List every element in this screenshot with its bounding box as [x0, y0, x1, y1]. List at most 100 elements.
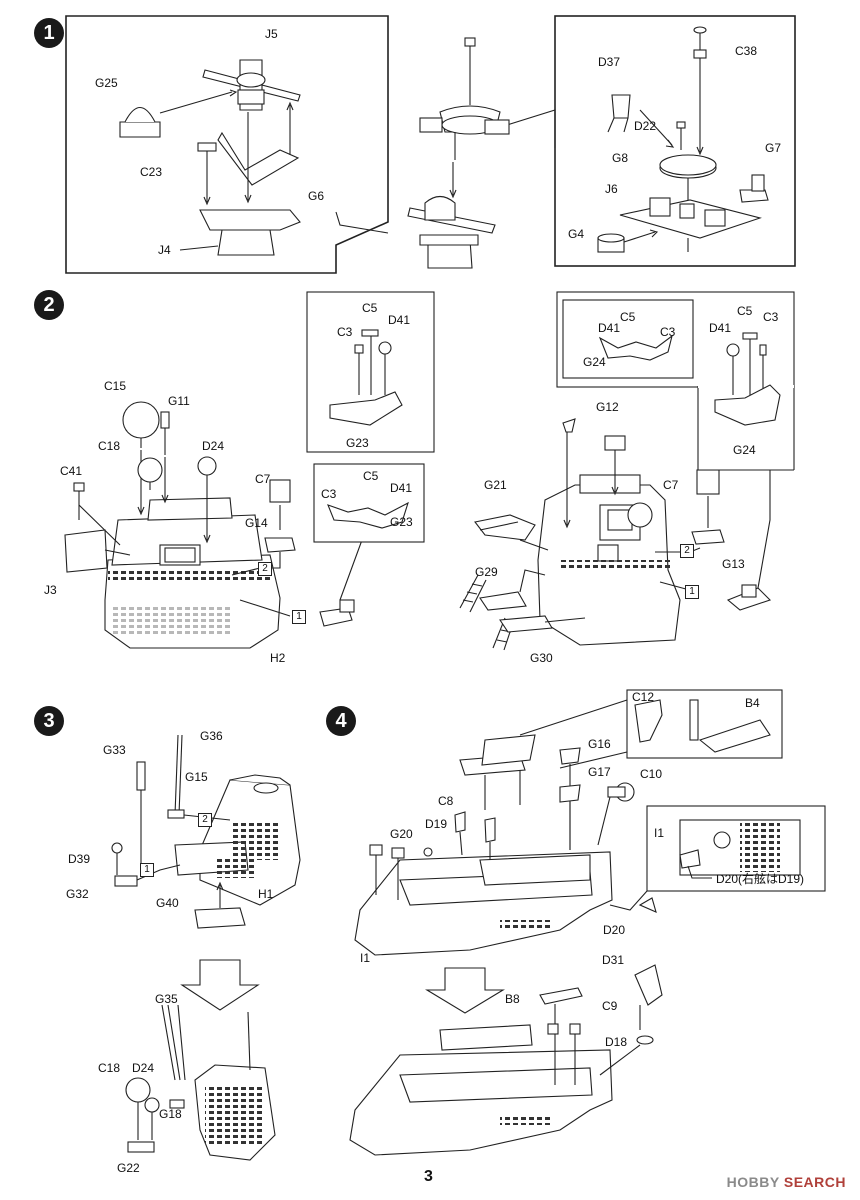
label-d31: D31 [602, 953, 625, 967]
label-g20: G20 [390, 827, 413, 841]
part-c23 [197, 142, 217, 160]
part-c38-mast [693, 26, 707, 110]
step-4-badge: 4 [326, 706, 356, 736]
label-g18: G18 [159, 1107, 182, 1121]
label-d22: D22 [634, 119, 657, 133]
part-g29-ladder [459, 574, 487, 613]
label-d20: D20 [603, 923, 626, 937]
label-g36: G36 [200, 729, 223, 743]
step2-detail-box-right [556, 291, 795, 471]
part-g40 [194, 907, 246, 929]
label-d24: D24 [202, 439, 225, 453]
label-right-d41b: D41 [709, 321, 732, 335]
step2-right-bridge [537, 474, 681, 646]
part-c18-dome-2 [125, 1077, 151, 1140]
label-c18-step3: C18 [98, 1061, 121, 1075]
label-g21: G21 [484, 478, 507, 492]
label-j6: J6 [605, 182, 618, 196]
label-d39: D39 [68, 852, 91, 866]
part-j4-base [199, 209, 301, 256]
label-g15: G15 [185, 770, 208, 784]
label-d19: D19 [425, 817, 448, 831]
step4-hull [354, 851, 613, 956]
part-g17 [559, 784, 581, 850]
part-g21-stairs [474, 514, 536, 541]
step3-h1-bridge [174, 774, 301, 906]
label-j4: J4 [158, 243, 171, 257]
part-d37 [607, 94, 631, 133]
callout-1-left: 1 [292, 610, 306, 624]
frame-pointer-right [506, 109, 556, 148]
part-c18-dome [137, 457, 163, 490]
step1-frame [65, 15, 389, 274]
label-g17: G17 [588, 765, 611, 779]
label-right-d41a: D41 [598, 321, 621, 335]
part-d31 [634, 964, 663, 1030]
label-c7-right: C7 [663, 478, 679, 492]
label-g4: G4 [568, 227, 585, 241]
part-c7-right [696, 469, 720, 495]
part-g18 [169, 1099, 185, 1109]
part-g32 [114, 875, 138, 887]
step3-result-bridge [161, 1004, 276, 1161]
part-c7 [269, 479, 291, 503]
label-g33: G33 [103, 743, 126, 757]
label-g13: G13 [722, 557, 745, 571]
part-g23-assembly [319, 599, 355, 627]
label-i1: I1 [360, 951, 371, 965]
label-j3: J3 [44, 583, 57, 597]
label-sub-c5: C5 [363, 469, 379, 483]
label-c7: C7 [255, 472, 271, 486]
label-box-d41: D41 [388, 313, 411, 327]
label-g7: G7 [765, 141, 782, 155]
part-j6-base [619, 197, 762, 252]
label-g8: G8 [612, 151, 629, 165]
part-g25-dome [119, 106, 161, 138]
part-c9 [636, 1035, 654, 1045]
label-h2: H2 [270, 651, 286, 665]
watermark-search: SEARCH [783, 1174, 846, 1190]
step1-detail-box [554, 15, 796, 267]
part-c41 [73, 482, 85, 520]
label-g25: G25 [95, 76, 118, 90]
label-right-c5b: C5 [737, 304, 753, 318]
part-d19 [423, 847, 433, 857]
label-box-c5: C5 [362, 301, 378, 315]
label-c23: C23 [140, 165, 163, 179]
label-d24-step3: D24 [132, 1061, 155, 1075]
label-box-i1: I1 [654, 826, 665, 840]
label-sub-d41: D41 [390, 481, 413, 495]
label-g30: G30 [530, 651, 553, 665]
label-d37: D37 [598, 55, 621, 69]
part-d39 [111, 842, 123, 875]
label-c12: C12 [632, 690, 655, 704]
label-c41: C41 [60, 464, 83, 478]
part-d24-dome [197, 456, 217, 540]
label-right-c3b: C3 [763, 310, 779, 324]
part-c8-davits [454, 811, 496, 860]
label-sub-c3: C3 [321, 487, 337, 501]
part-g8-disk [659, 154, 717, 179]
callout-2-left: 2 [258, 562, 272, 576]
step2-detail-subbox-left [313, 463, 425, 543]
label-box-c3: C3 [337, 325, 353, 339]
part-d24-dome-2 [144, 1097, 160, 1140]
label-right-g24b: G24 [733, 443, 756, 457]
step4-detail-box-top [626, 689, 783, 759]
label-c18: C18 [98, 439, 121, 453]
part-b8 [539, 987, 583, 1005]
label-g40: G40 [156, 896, 179, 910]
part-g13 [691, 529, 725, 545]
step-1-badge: 1 [34, 18, 64, 48]
step2-left-bridge [104, 497, 281, 649]
part-c10 [597, 782, 635, 846]
part-b4-boat-assembly [459, 734, 536, 810]
part-g4 [597, 233, 625, 253]
label-g14: G14 [245, 516, 268, 530]
part-c15-dome [122, 401, 160, 448]
label-g29: G29 [475, 565, 498, 579]
step1-center-assembly [407, 37, 510, 269]
step3-result-arrow [180, 959, 260, 1011]
label-g35: G35 [155, 992, 178, 1006]
